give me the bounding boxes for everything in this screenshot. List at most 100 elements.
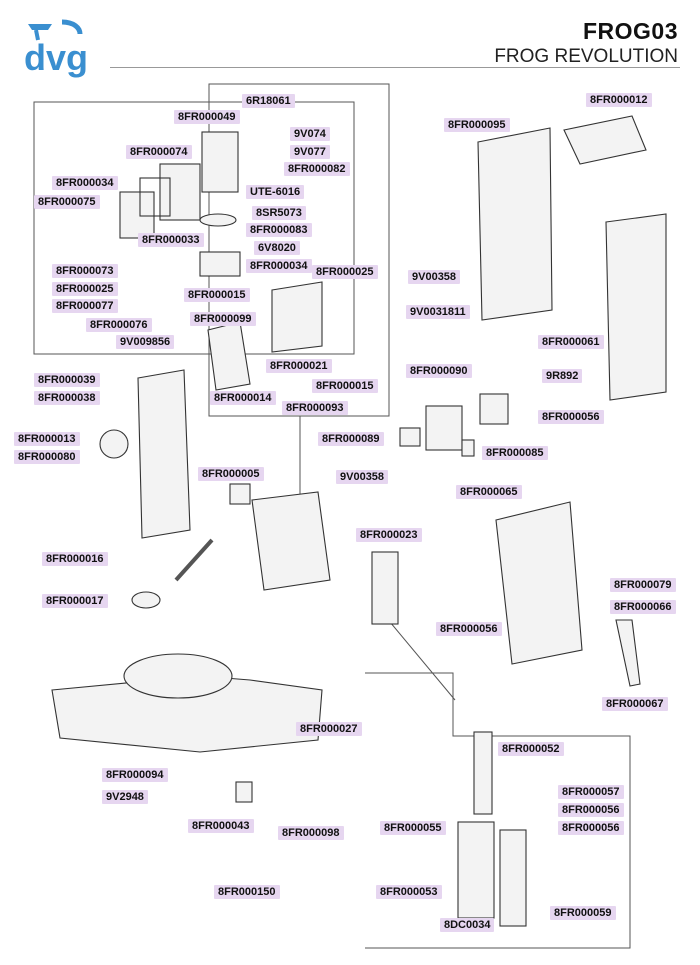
valve-unit (199, 251, 241, 277)
part-label[interactable]: 9R892 (542, 369, 583, 383)
group-frame-bottom-right (365, 672, 631, 949)
central-module (251, 491, 331, 591)
part-label[interactable]: UTE-6016 (246, 185, 305, 199)
part-label[interactable]: 8FR000150 (214, 885, 280, 899)
part-label[interactable]: 8FR000095 (444, 118, 510, 132)
part-label[interactable]: 8FR000053 (376, 885, 442, 899)
pcb (457, 821, 495, 919)
part-label[interactable]: 8FR000015 (312, 379, 378, 393)
part-label[interactable]: 8DC0034 (440, 918, 495, 932)
pump-bracket (479, 393, 509, 425)
knob (131, 591, 161, 609)
part-label[interactable]: 8FR000098 (278, 826, 344, 840)
group-frame-top-left (33, 101, 355, 355)
part-label[interactable]: 8FR000056 (436, 622, 502, 636)
part-label[interactable]: 8FR000080 (14, 450, 80, 464)
part-label[interactable]: 8FR000066 (610, 600, 676, 614)
pad-right (461, 439, 475, 457)
part-label[interactable]: 9V009856 (116, 335, 175, 349)
part-label[interactable]: 8FR000038 (34, 391, 100, 405)
part-label[interactable]: 8FR000034 (52, 176, 118, 190)
header-divider (110, 67, 680, 68)
part-label[interactable]: 8FR000076 (86, 318, 152, 332)
part-label[interactable]: 8FR000012 (586, 93, 652, 107)
part-label[interactable]: 8FR000043 (188, 819, 254, 833)
side-cover (605, 213, 667, 401)
part-label[interactable]: 6V8020 (254, 241, 300, 255)
bracket (271, 281, 323, 353)
part-label[interactable]: 8FR000093 (282, 401, 348, 415)
part-label[interactable]: 9V074 (290, 127, 330, 141)
round-cover (99, 429, 129, 459)
part-label[interactable]: 8FR000034 (246, 259, 312, 273)
gasket-plate (159, 163, 201, 221)
part-label[interactable]: 8FR000052 (498, 742, 564, 756)
part-label[interactable]: 8FR000099 (190, 312, 256, 326)
part-label[interactable]: 8FR000090 (406, 364, 472, 378)
part-label[interactable]: 9V077 (290, 145, 330, 159)
part-label[interactable]: 8FR000075 (34, 195, 100, 209)
part-label[interactable]: 8FR000079 (610, 578, 676, 592)
part-label[interactable]: 8FR000089 (318, 432, 384, 446)
part-label[interactable]: 8FR000083 (246, 223, 312, 237)
bushing (229, 483, 251, 505)
part-label[interactable]: 9V0031811 (406, 305, 470, 319)
part-label[interactable]: 8FR000025 (52, 282, 118, 296)
part-label[interactable]: 9V00358 (336, 470, 389, 484)
side-frame (137, 369, 191, 539)
part-label[interactable]: 8FR000013 (14, 432, 80, 446)
part-label[interactable]: 8FR000015 (184, 288, 250, 302)
part-label[interactable]: 8FR000082 (284, 162, 350, 176)
valve-block (201, 131, 239, 193)
pad-left (399, 427, 421, 447)
part-label[interactable]: 8FR000074 (126, 145, 192, 159)
part-label[interactable]: 8FR000033 (138, 233, 204, 247)
part-label[interactable]: 9V2948 (102, 790, 148, 804)
part-label[interactable]: 8FR000077 (52, 299, 118, 313)
pcb-cover (499, 829, 527, 927)
control-board (371, 551, 399, 625)
part-label[interactable]: 8FR000049 (174, 110, 240, 124)
part-label[interactable]: 8FR000059 (550, 906, 616, 920)
part-label[interactable]: 8FR000057 (558, 785, 624, 799)
part-label[interactable]: 8FR000094 (102, 768, 168, 782)
mount-plate (119, 191, 155, 239)
part-label[interactable]: 9V00358 (408, 270, 461, 284)
dvg-logo: dvg (22, 18, 96, 80)
part-label[interactable]: 8FR000005 (198, 467, 264, 481)
part-label[interactable]: 8FR000065 (456, 485, 522, 499)
part-label[interactable]: 8FR000027 (296, 722, 362, 736)
part-label[interactable]: 8FR000021 (266, 359, 332, 373)
gasket-ring (139, 177, 171, 217)
part-label[interactable]: 8FR000056 (538, 410, 604, 424)
model-name: FROG REVOLUTION (494, 46, 678, 67)
part-label[interactable]: 8FR000067 (602, 697, 668, 711)
rear-panel (477, 127, 553, 321)
part-label[interactable]: 8FR000061 (538, 335, 604, 349)
page-title-block: FROG03 FROG REVOLUTION (494, 18, 678, 68)
lid (563, 115, 647, 165)
part-label[interactable]: 8FR000014 (210, 391, 276, 405)
front-housing (495, 501, 583, 665)
part-label[interactable]: 8FR000023 (356, 528, 422, 542)
o-ring (199, 213, 237, 227)
part-label[interactable]: 8FR000073 (52, 264, 118, 278)
tube (615, 619, 641, 687)
part-label[interactable]: 8FR000056 (558, 803, 624, 817)
svg-text:dvg: dvg (24, 37, 88, 78)
part-label[interactable]: 8FR000017 (42, 594, 108, 608)
support-bracket (207, 321, 251, 391)
part-label[interactable]: 8SR5073 (252, 206, 306, 220)
part-label[interactable]: 8FR000016 (42, 552, 108, 566)
model-code: FROG03 (582, 18, 678, 44)
drip-tray (123, 653, 233, 699)
part-label[interactable]: 8FR000056 (558, 821, 624, 835)
group-frame-top-middle (208, 83, 390, 417)
part-label[interactable]: 8FR000055 (380, 821, 446, 835)
part-label[interactable]: 8FR000039 (34, 373, 100, 387)
pump (425, 405, 463, 451)
part-label[interactable]: 8FR000085 (482, 446, 548, 460)
part-label[interactable]: 8FR000025 (312, 265, 378, 279)
part-label[interactable]: 6R18061 (242, 94, 295, 108)
